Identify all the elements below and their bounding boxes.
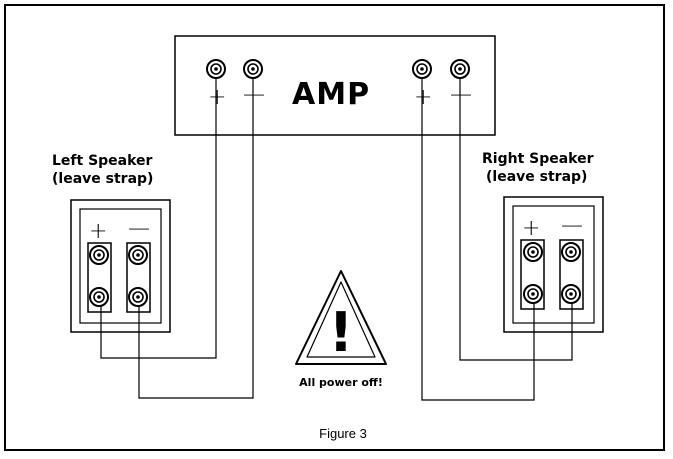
wire-right-plus xyxy=(421,78,535,401)
left-speaker-minus-sign: — xyxy=(128,216,150,241)
right-speaker-plus-sign: + xyxy=(522,216,540,241)
wire-left-minus xyxy=(138,78,254,399)
right-speaker-minus-bottom-post-icon xyxy=(561,284,581,304)
left-speaker-plus-sign: + xyxy=(89,219,107,244)
amp-chassis xyxy=(174,35,496,136)
amp-left-plus-terminal-icon xyxy=(206,59,226,79)
amp-right-minus-terminal-icon xyxy=(450,59,470,79)
warning-triangle-icon xyxy=(295,270,387,365)
left-speaker-minus-top-post-icon xyxy=(128,245,148,265)
amp-left-minus-sign: — xyxy=(243,82,265,107)
left-speaker-minus-bottom-post-icon xyxy=(128,287,148,307)
amp-left-minus-terminal-icon xyxy=(243,59,263,79)
amp-right-plus-sign: + xyxy=(414,85,432,110)
left-speaker-subtitle: (leave strap) xyxy=(52,171,153,187)
warning-exclamation: ! xyxy=(329,301,354,364)
amp-label: AMP xyxy=(292,77,370,112)
right-speaker-plus-top-post-icon xyxy=(523,242,543,262)
right-speaker-minus-sign: — xyxy=(561,213,583,238)
right-speaker-title: Right Speaker xyxy=(482,151,594,167)
left-speaker-plus-top-post-icon xyxy=(89,245,109,265)
right-speaker-minus-top-post-icon xyxy=(561,242,581,262)
figure-caption: Figure 3 xyxy=(319,426,367,441)
right-speaker-subtitle: (leave strap) xyxy=(486,169,587,185)
warning-text: All power off! xyxy=(299,376,383,389)
amp-right-minus-sign: — xyxy=(450,82,472,107)
left-speaker-plus-bottom-post-icon xyxy=(89,287,109,307)
amp-right-plus-terminal-icon xyxy=(412,59,432,79)
wire-right-minus xyxy=(459,78,573,361)
wire-left-plus xyxy=(100,78,217,359)
left-speaker-title: Left Speaker xyxy=(52,153,153,169)
amp-left-plus-sign: + xyxy=(208,85,226,110)
right-speaker-plus-bottom-post-icon xyxy=(523,284,543,304)
